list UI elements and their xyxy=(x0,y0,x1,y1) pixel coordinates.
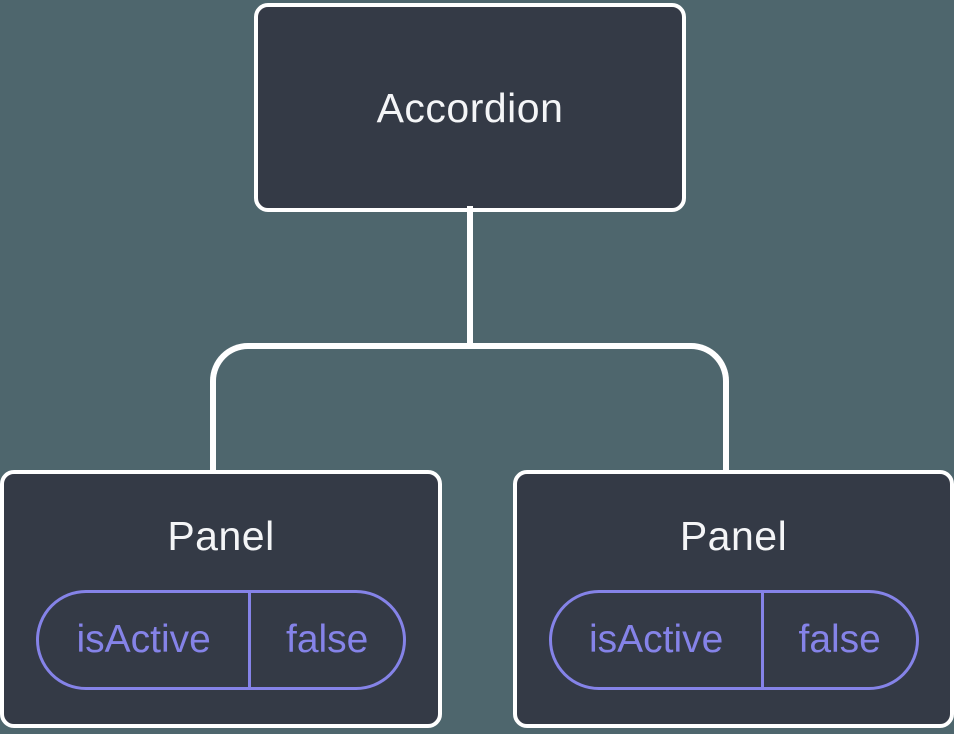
state-name: isActive xyxy=(39,593,252,687)
component-node-panel-2: Panel isActive false xyxy=(513,470,954,728)
tree-connector-stem xyxy=(467,206,473,346)
component-node-accordion: Accordion xyxy=(254,3,686,212)
component-node-panel-1: Panel isActive false xyxy=(0,470,442,728)
state-name: isActive xyxy=(552,593,764,687)
state-pill: isActive false xyxy=(36,590,406,690)
state-pill: isActive false xyxy=(548,590,919,690)
node-label: Panel xyxy=(167,513,275,559)
tree-connector-bracket xyxy=(210,343,729,470)
state-value: false xyxy=(798,618,881,661)
node-label: Panel xyxy=(679,513,788,559)
node-label: Accordion xyxy=(376,84,564,131)
state-value: false xyxy=(285,618,369,661)
